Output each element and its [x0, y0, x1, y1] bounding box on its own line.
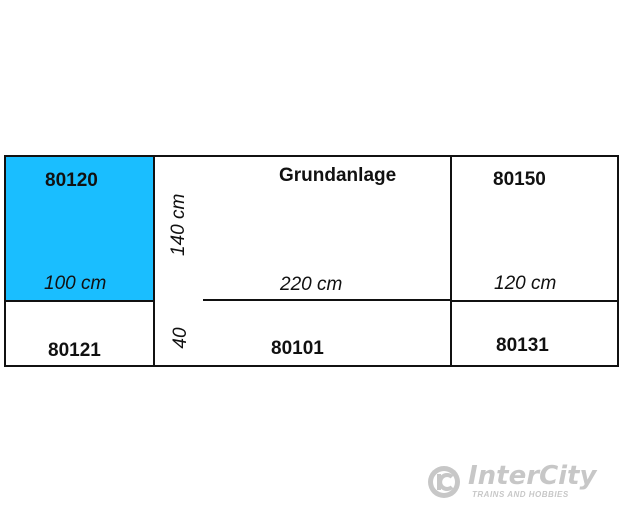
brand-tagline: TRAINS AND HOBBIES	[472, 490, 569, 499]
brand-name: InterCity	[468, 461, 597, 491]
outer-border-top	[4, 155, 619, 157]
outer-border-right	[617, 155, 619, 367]
divider-right	[450, 155, 452, 367]
module-code-80101: 80101	[271, 338, 324, 359]
module-code-80131: 80131	[496, 335, 549, 356]
module-code-80150: 80150	[493, 169, 546, 190]
outer-border-left	[4, 155, 6, 367]
intercity-logo-icon	[428, 466, 460, 498]
module-size-80150: 120 cm	[494, 273, 557, 294]
module-code-80120: 80120	[45, 170, 98, 191]
module-size-80120: 100 cm	[44, 273, 107, 294]
divider-left	[153, 155, 155, 367]
front-depth-label: 40	[170, 327, 191, 349]
center-depth-label: 140 cm	[168, 193, 189, 256]
module-code-80121: 80121	[48, 340, 101, 361]
divider-center-horizontal	[203, 299, 452, 301]
outer-border-bottom	[4, 365, 619, 367]
divider-left-horizontal	[4, 300, 155, 302]
module-80120-fill	[5, 156, 154, 301]
center-width-label: 220 cm	[280, 274, 343, 295]
divider-right-horizontal	[450, 300, 619, 302]
layout-title: Grundanlage	[279, 165, 397, 186]
intercity-watermark: InterCity TRAINS AND HOBBIES	[426, 461, 606, 502]
